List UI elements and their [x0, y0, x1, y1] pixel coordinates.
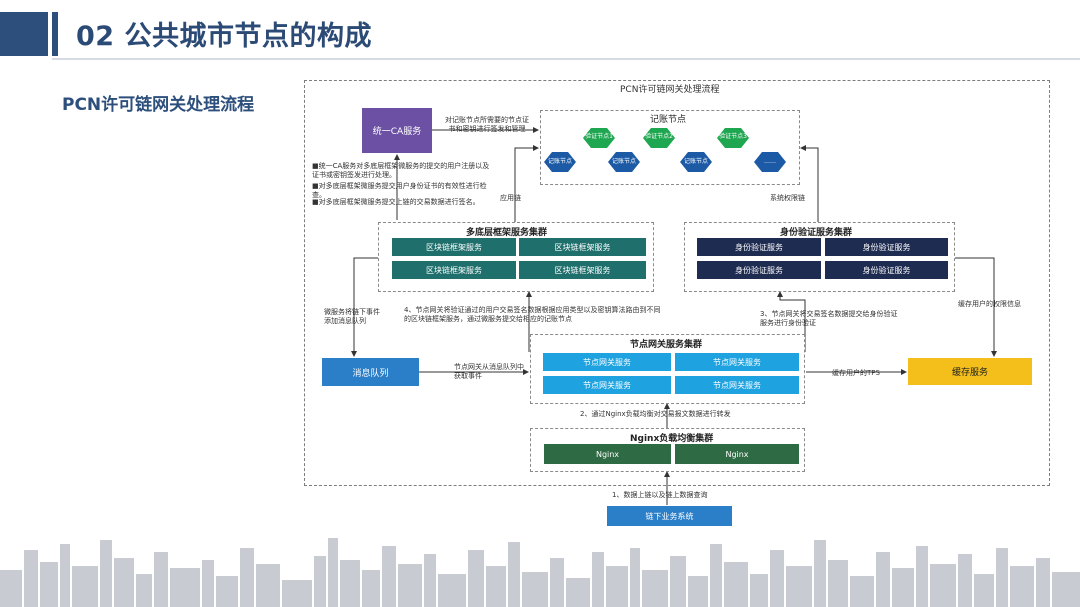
gateway-service-cell: 节点网关服务	[543, 376, 671, 394]
framework-service-cell: 区块链框架服务	[519, 261, 646, 279]
identity-service-cell: 身份验证服务	[697, 261, 821, 279]
ledger-node-label: ……	[764, 158, 776, 165]
message-queue-box: 消息队列	[322, 358, 419, 386]
step4-label: 4、节点网关将验证通过的用户交易签名数据根据应用类型以及密钥算法路由到不同的区块…	[404, 306, 661, 323]
cache-perm-label: 缓存用户的权限信息	[958, 300, 1021, 308]
ledger-node-label: 记账节点	[611, 158, 636, 165]
ca-bullet-1: ■统一CA服务对多底层框架微服务的提交的用户注册以及证书或密钥签发进行处理。	[312, 162, 490, 179]
ledger-title: 记账节点	[650, 115, 687, 125]
app-chain-label: 应用链	[500, 194, 521, 202]
identity-service-cell: 身份验证服务	[825, 238, 948, 256]
validator-node-label: 验证节点1	[585, 133, 613, 140]
nginx-cell: Nginx	[544, 444, 671, 464]
multi-framework-title: 多底层框架服务集群	[466, 228, 548, 238]
header-accent-stripe	[52, 12, 58, 56]
gateway-title: 节点网关服务集群	[630, 340, 703, 350]
multi-framework-cluster	[378, 222, 654, 292]
nginx-cell: Nginx	[675, 444, 799, 464]
offchain-system-box: 链下业务系统	[607, 506, 732, 526]
ledger-node-label: 记账节点	[547, 158, 572, 165]
ca-service-box: 统一CA服务	[362, 108, 432, 153]
identity-title: 身份验证服务集群	[780, 228, 853, 238]
ledger-hexagons	[544, 128, 786, 172]
header-divider	[52, 58, 1080, 60]
framework-service-cell: 区块链框架服务	[392, 238, 516, 256]
validator-node-label: 验证节点3	[719, 133, 747, 140]
validator-node-hex	[717, 128, 749, 148]
ca-bullet-2: ■对多底层框架微服务提交用户身份证书的有效性进行检查。	[312, 182, 487, 199]
validator-node-hex	[643, 128, 675, 148]
ledger-node-label: 记账节点	[683, 158, 708, 165]
ledger-node-hex	[680, 152, 712, 172]
cache-service-box: 缓存服务	[908, 358, 1032, 385]
system-chain-label: 系统权限链	[770, 194, 805, 202]
ca-bullet-3: ■对多底层框架微服务提交上链的交易数据进行签名。	[312, 198, 480, 206]
ledger-node-hex	[754, 152, 786, 172]
ledger-node-hex	[544, 152, 576, 172]
ledger-node-hex	[608, 152, 640, 172]
cache-tps-label: 缓存用户的TPS	[832, 369, 880, 377]
identity-service-cell: 身份验证服务	[825, 261, 948, 279]
framework-service-cell: 区块链框架服务	[392, 261, 516, 279]
gateway-service-cell: 节点网关服务	[675, 376, 799, 394]
city-skyline-decoration	[0, 538, 1080, 607]
diagram-frame-title: PCN许可链网关处理流程	[620, 85, 720, 95]
framework-service-cell: 区块链框架服务	[519, 238, 646, 256]
page-title: 02 公共城市节点的构成	[76, 21, 372, 52]
mq-right-label: 节点网关从消息队列中获取事件	[454, 363, 524, 380]
gateway-service-cell: 节点网关服务	[543, 353, 671, 371]
step2-label: 2、通过Nginx负载均衡对交易报文数据进行转发	[580, 410, 731, 418]
gateway-service-cell: 节点网关服务	[675, 353, 799, 371]
mq-left-label: 微服务将链下事件添加消息队列	[324, 308, 380, 325]
ledger-nodes-box	[540, 110, 800, 185]
step1-label: 1、数据上链以及链上数据查询	[612, 491, 708, 499]
identity-service-cell: 身份验证服务	[697, 238, 821, 256]
validator-node-label: 验证节点2	[645, 133, 673, 140]
identity-cluster	[684, 222, 955, 292]
validator-node-hex	[583, 128, 615, 148]
ca-note: 对记账节点所需要的节点证书和密钥进行签发和管理	[445, 116, 529, 133]
step3-label: 3、节点网关将交易签名数据提交给身份验证服务进行身份验证	[760, 310, 898, 327]
header-accent-block	[0, 12, 48, 56]
diagram-frame	[304, 80, 1050, 486]
nginx-title: Nginx负载均衡集群	[630, 434, 714, 444]
section-subtitle: PCN许可链网关处理流程	[62, 95, 255, 115]
